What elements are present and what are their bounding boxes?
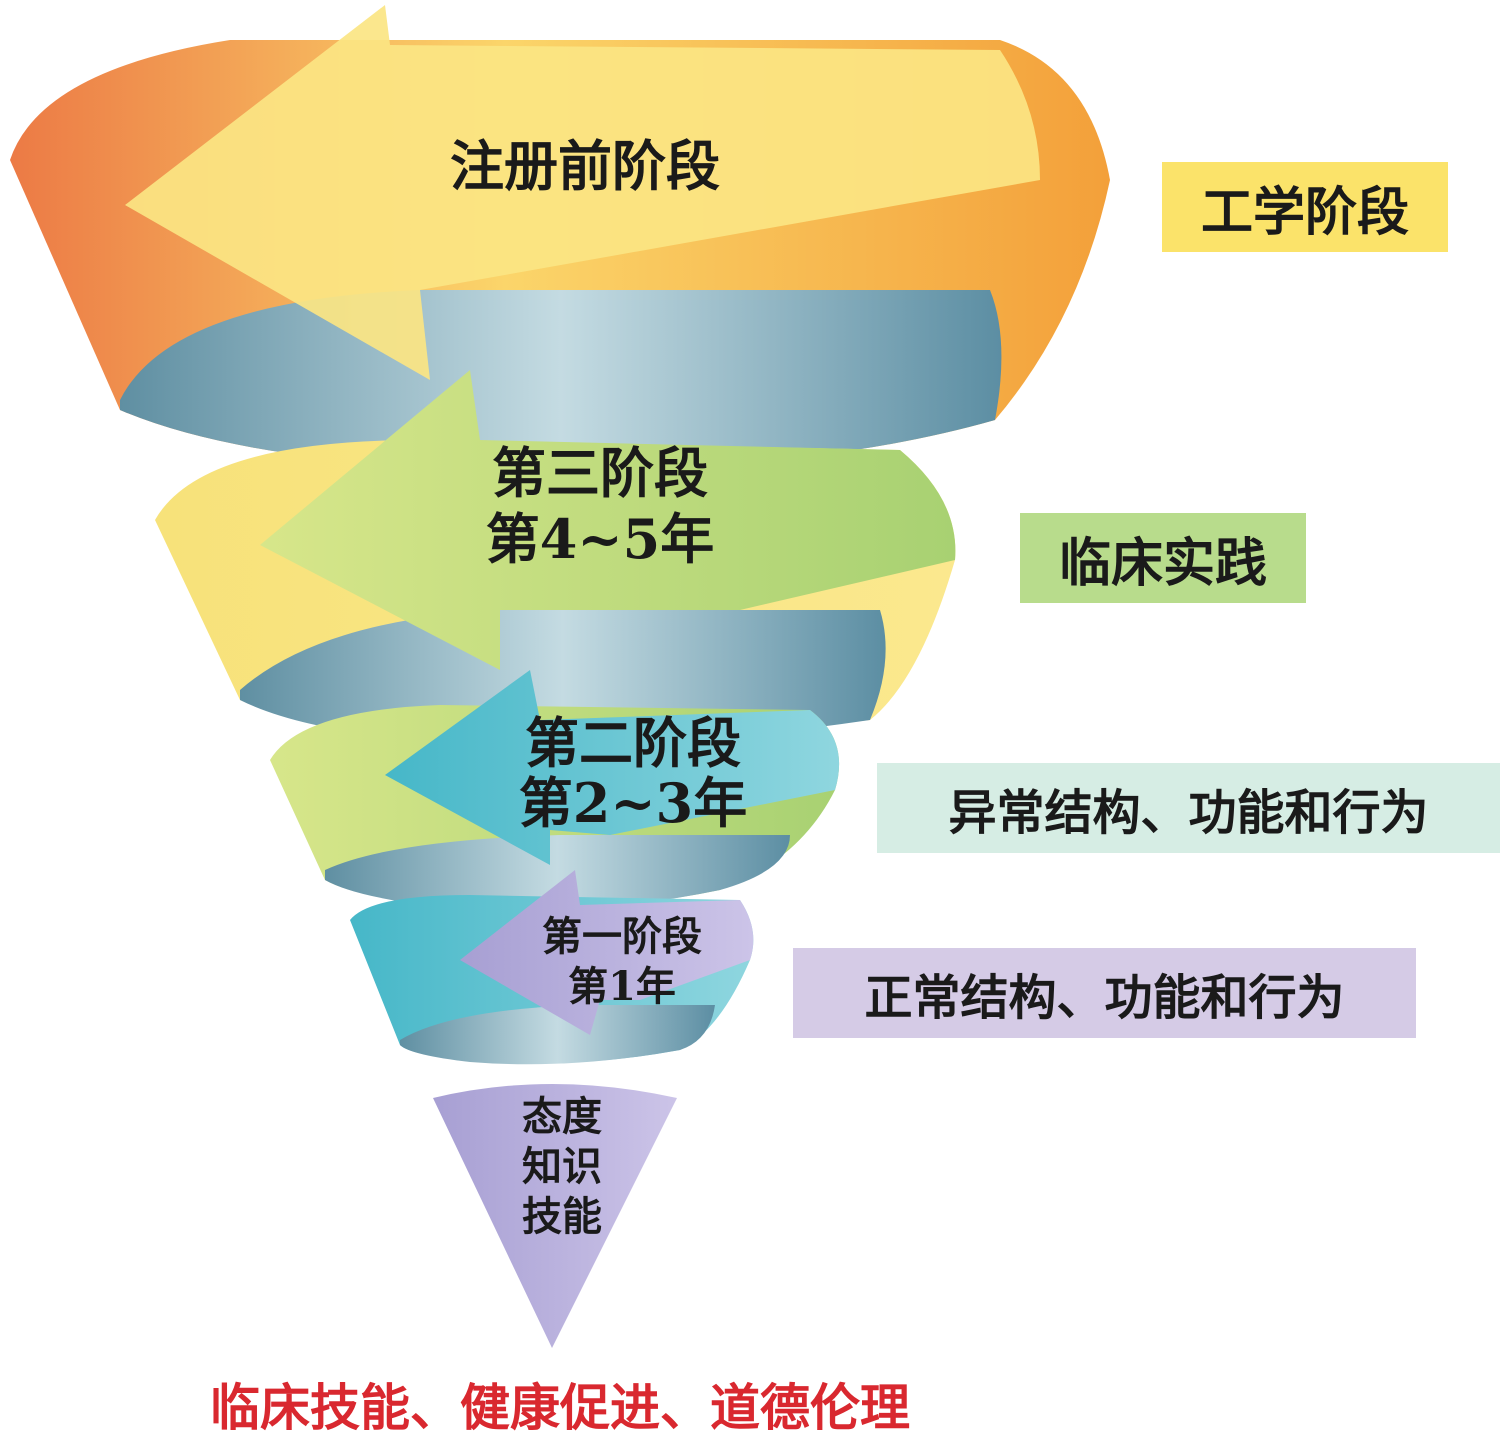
- stage-third-title: 第三阶段: [492, 441, 708, 505]
- stage-third-years: 第4~5年: [486, 507, 714, 571]
- tag-normal-structure: 正常结构、功能和行为: [793, 948, 1416, 1038]
- band-1-arrow: [125, 5, 1040, 380]
- spiral-band-3: [270, 670, 840, 911]
- band-4-arrow: [460, 870, 754, 1035]
- foundation-line-knowledge: 知识: [522, 1143, 602, 1190]
- stage-second-title: 第二阶段: [525, 711, 741, 775]
- tag-engineering-stage: 工学阶段: [1162, 162, 1448, 252]
- foundation-cone: [433, 1084, 677, 1348]
- stage-second-years: 第2~3年: [519, 771, 747, 835]
- tag-abnormal-structure: 异常结构、功能和行为: [877, 763, 1500, 853]
- foundation-line-attitude: 态度: [522, 1093, 602, 1140]
- foundation-line-skills: 技能: [522, 1193, 602, 1240]
- band-1-inner: [120, 290, 1002, 470]
- spiral-band-2: [155, 370, 956, 745]
- spiral-band-1: [10, 5, 1110, 470]
- stage-pre-registration-label: 注册前阶段: [450, 134, 720, 198]
- band-3-arrow: [385, 670, 840, 865]
- band-3-inner: [325, 835, 790, 911]
- stage-first-years: 第1年: [568, 963, 676, 1010]
- band-4-inner: [400, 1005, 715, 1065]
- tag-clinical-practice: 临床实践: [1020, 513, 1306, 603]
- spiral-band-4: [350, 870, 754, 1065]
- stage-first-title: 第一阶段: [542, 913, 702, 960]
- bottom-caption: 临床技能、健康促进、道德伦理: [210, 1378, 910, 1437]
- band-2-arrow: [260, 370, 956, 670]
